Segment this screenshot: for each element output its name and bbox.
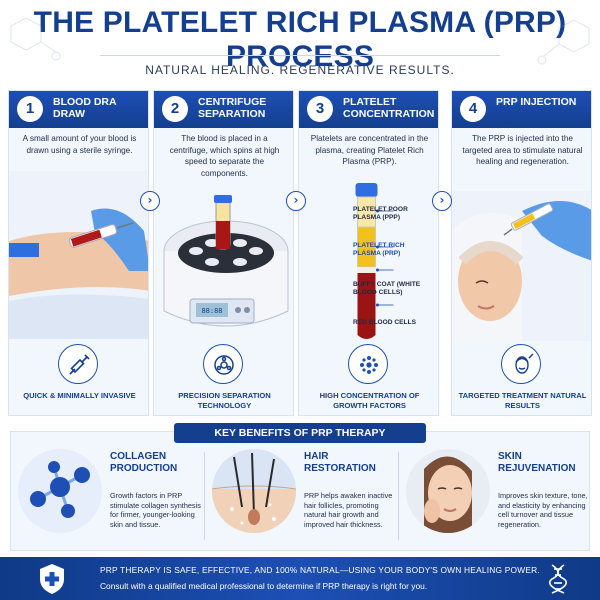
tube-label-ppp: PLATELET POOR PLASMA (PPP) bbox=[353, 206, 408, 221]
benefit-skin: SKIN REJUVENATION Improves skin texture,… bbox=[402, 441, 592, 549]
benefit-divider bbox=[204, 452, 205, 540]
step-number: 2 bbox=[162, 96, 188, 122]
header-divider bbox=[100, 55, 500, 56]
benefit-hair: HAIR RESTORATION PRP helps awaken inacti… bbox=[208, 441, 398, 549]
footer-consult-note: Consult with a qualified medical profess… bbox=[100, 581, 428, 591]
benefit-description: PRP helps awaken inactive hair follicles… bbox=[304, 491, 393, 529]
step-platelet-concentration: 3 PLATELET CONCENTRATION Platelets are c… bbox=[298, 90, 439, 416]
step-description: The blood is placed in a centrifuge, whi… bbox=[169, 134, 280, 178]
injection-illustration bbox=[452, 191, 591, 341]
step-caption: HIGH CONCENTRATION OF GROWTH FACTORS bbox=[319, 391, 420, 410]
tube-label-buffy-coat: BUFFY COAT (WHITE BLOOD CELLS) bbox=[353, 281, 421, 296]
step-header: 2 CENTRIFUGE SEPARATION bbox=[154, 91, 293, 128]
centrifuge-illustration bbox=[163, 195, 289, 327]
benefit-title: COLLAGEN PRODUCTION bbox=[110, 451, 178, 474]
prp-tube-illustration bbox=[355, 183, 394, 339]
skin-portrait-image bbox=[406, 449, 490, 533]
step-description: The PRP is injected into the targeted ar… bbox=[462, 134, 583, 166]
benefits-banner: KEY BENEFITS OF PRP THERAPY bbox=[174, 423, 426, 443]
benefit-description: Improves skin texture, tone, and elastic… bbox=[498, 491, 588, 529]
tube-label-red-blood-cells: RED BLOOD CELLS bbox=[353, 319, 417, 326]
tube-label-prp: PLATELET RICH PLASMA (PRP) bbox=[353, 242, 405, 257]
footer-safety-statement: PRP THERAPY IS SAFE, EFFECTIVE, AND 100%… bbox=[100, 565, 540, 575]
step-blood-draw: 1 BLOOD DRA DRAW A small amount of your … bbox=[8, 90, 149, 416]
shield-cross-icon bbox=[40, 564, 64, 594]
next-step-arrow-1: › bbox=[140, 191, 160, 211]
step-title: PLATELET CONCENTRATION bbox=[343, 96, 435, 120]
hair-follicle-image bbox=[212, 449, 296, 533]
collagen-molecule-image bbox=[18, 449, 102, 533]
step-number: 1 bbox=[17, 96, 43, 122]
step-centrifuge: 2 CENTRIFUGE SEPARATION The blood is pla… bbox=[153, 90, 294, 416]
benefit-divider bbox=[398, 452, 399, 540]
step-number: 3 bbox=[307, 96, 333, 122]
centrifuge-icon bbox=[203, 344, 243, 384]
next-step-arrow-3: › bbox=[432, 191, 452, 211]
step-caption: PRECISION SEPARATION TECHNOLOGY bbox=[178, 391, 271, 410]
face-icon bbox=[501, 344, 541, 384]
step-caption: TARGETED TREATMENT NATURAL RESULTS bbox=[458, 391, 587, 410]
centrifuge-display: 88:88 bbox=[201, 307, 223, 315]
step-number: 4 bbox=[460, 96, 486, 122]
syringe-icon bbox=[58, 344, 98, 384]
step-header: 4 PRP INJECTION bbox=[452, 91, 591, 128]
step-header: 1 BLOOD DRA DRAW bbox=[9, 91, 148, 128]
footer-banner: PRP THERAPY IS SAFE, EFFECTIVE, AND 100%… bbox=[0, 557, 600, 600]
benefit-collagen: COLLAGEN PRODUCTION Growth factors in PR… bbox=[14, 441, 204, 549]
molecule-decoration-right bbox=[537, 19, 590, 65]
benefits-panel bbox=[10, 431, 590, 551]
step-header: 3 PLATELET CONCENTRATION bbox=[299, 91, 438, 128]
molecule-decoration-left bbox=[10, 17, 61, 61]
step-description: Platelets are concentrated in the plasma… bbox=[310, 134, 429, 166]
step-title: PRP INJECTION bbox=[496, 96, 577, 108]
next-step-arrow-2: › bbox=[286, 191, 306, 211]
benefit-description: Growth factors in PRP stimulate collagen… bbox=[110, 491, 201, 529]
dna-icon bbox=[548, 564, 568, 594]
benefit-title: SKIN REJUVENATION bbox=[498, 451, 576, 474]
step-title: CENTRIFUGE SEPARATION bbox=[198, 96, 267, 120]
step-caption: QUICK & MINIMALLY INVASIVE bbox=[23, 391, 136, 400]
step-prp-injection: 4 PRP INJECTION The PRP is injected into… bbox=[451, 90, 592, 416]
blood-draw-illustration bbox=[9, 171, 148, 339]
page-title: THE PLATELET RICH PLASMA (PRP) PROCESS bbox=[33, 6, 567, 73]
step-title: BLOOD DRA DRAW bbox=[53, 96, 117, 120]
platelet-cluster-icon bbox=[348, 344, 388, 384]
page-subtitle: NATURAL HEALING. REGENERATIVE RESULTS. bbox=[145, 63, 455, 77]
benefit-title: HAIR RESTORATION bbox=[304, 451, 376, 474]
step-description: A small amount of your blood is drawn us… bbox=[22, 134, 137, 155]
